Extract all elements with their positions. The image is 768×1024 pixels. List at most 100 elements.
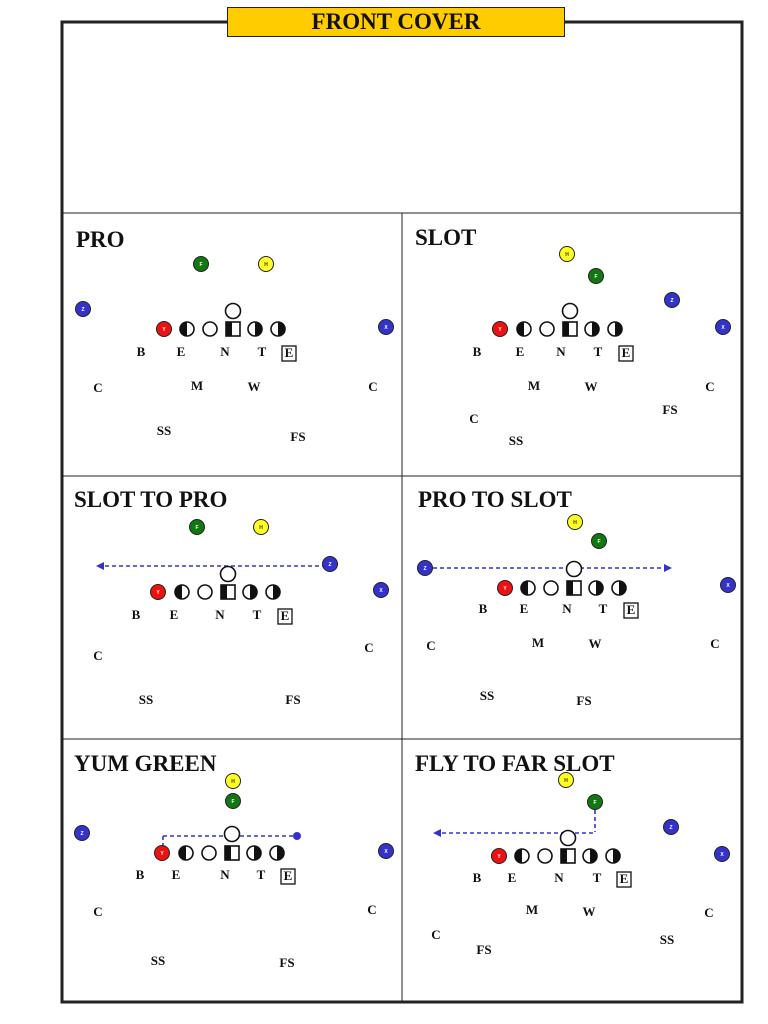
- defender-c: C: [93, 380, 102, 395]
- player-h-label: H: [564, 778, 568, 784]
- defender-e: E: [285, 345, 294, 360]
- left-guard: [201, 845, 217, 861]
- center-square-fill: [221, 585, 227, 599]
- center-square-fill: [563, 322, 569, 336]
- defender-c: C: [431, 927, 440, 942]
- right-guard-fill: [592, 322, 599, 336]
- defender-box: [277, 608, 293, 625]
- defender-c: C: [704, 905, 713, 920]
- player-x: [715, 319, 731, 335]
- player-h: [559, 246, 575, 262]
- player-h: [567, 514, 583, 530]
- player-x-label: X: [384, 325, 388, 331]
- player-x: [720, 577, 736, 593]
- defender-c: C: [93, 648, 102, 663]
- defender-box: [281, 345, 297, 362]
- player-f: [591, 533, 607, 549]
- defender-w: W: [248, 379, 261, 394]
- left-tackle-fill: [180, 322, 187, 336]
- center-square-fill: [567, 581, 573, 595]
- player-x-label: X: [384, 849, 388, 855]
- player-f-label: F: [195, 525, 198, 531]
- player-f-label: F: [597, 539, 600, 545]
- right-tackle-fill: [278, 322, 285, 336]
- left-tackle-fill: [175, 585, 182, 599]
- player-x-label: X: [379, 588, 383, 594]
- right-tackle-fill: [273, 585, 280, 599]
- quarterback: [559, 829, 577, 847]
- defender-c: C: [469, 411, 478, 426]
- left-guard: [543, 580, 559, 596]
- player-f-label: F: [594, 274, 597, 280]
- motion-arrow: [664, 564, 672, 572]
- player-x-label: X: [721, 325, 725, 331]
- player-x: [373, 582, 389, 598]
- player-h: [225, 773, 241, 789]
- defender-ss: SS: [480, 688, 494, 703]
- defender-t: T: [593, 870, 602, 885]
- right-tackle-fill: [277, 846, 284, 860]
- player-z: [663, 819, 679, 835]
- left-tackle-fill: [515, 849, 522, 863]
- player-y-label: Y: [156, 590, 160, 596]
- center-square-fill: [225, 846, 231, 860]
- defender-c: C: [364, 640, 373, 655]
- player-y-label: Y: [498, 327, 502, 333]
- defender-fs: FS: [476, 942, 491, 957]
- defender-t: T: [599, 601, 608, 616]
- defender-n: N: [554, 870, 564, 885]
- player-z: [322, 556, 338, 572]
- panel-title: SLOT TO PRO: [74, 487, 227, 512]
- player-y-label: Y: [162, 327, 166, 333]
- player-z-label: Z: [80, 831, 83, 837]
- defender-b: B: [473, 870, 482, 885]
- defender-c: C: [367, 902, 376, 917]
- panel-title: PRO TO SLOT: [418, 487, 572, 512]
- defender-t: T: [257, 867, 266, 882]
- defender-n: N: [562, 601, 572, 616]
- player-f-label: F: [231, 799, 234, 805]
- defender-ss: SS: [139, 692, 153, 707]
- player-z: [75, 301, 91, 317]
- player-z-label: Z: [423, 566, 426, 572]
- player-z-label: Z: [328, 562, 331, 568]
- defender-n: N: [215, 607, 225, 622]
- player-f: [225, 793, 241, 809]
- motion-arrow: [433, 829, 441, 837]
- defender-e: E: [520, 601, 529, 616]
- center-square-fill: [226, 322, 232, 336]
- player-z-label: Z: [81, 307, 84, 313]
- defender-c: C: [368, 379, 377, 394]
- player-y: [492, 321, 508, 337]
- defender-w: W: [583, 904, 596, 919]
- front-cover-title: FRONT COVER: [227, 7, 565, 37]
- player-y: [497, 580, 513, 596]
- defender-m: M: [191, 378, 203, 393]
- motion-arrow: [96, 562, 104, 570]
- defender-e: E: [508, 870, 517, 885]
- defender-c: C: [710, 636, 719, 651]
- panel-title: YUM GREEN: [74, 751, 217, 776]
- quarterback: [223, 825, 241, 843]
- defender-e: E: [281, 608, 290, 623]
- left-guard: [537, 848, 553, 864]
- defender-b: B: [136, 867, 145, 882]
- player-h-label: H: [259, 525, 263, 531]
- right-guard-fill: [254, 846, 261, 860]
- player-h-label: H: [565, 252, 569, 258]
- player-y: [491, 848, 507, 864]
- left-guard: [539, 321, 555, 337]
- defender-ss: SS: [157, 423, 171, 438]
- defender-m: M: [532, 635, 544, 650]
- player-f: [588, 268, 604, 284]
- player-z: [664, 292, 680, 308]
- defender-w: W: [589, 636, 602, 651]
- defender-fs: FS: [576, 693, 591, 708]
- right-tackle-fill: [613, 849, 620, 863]
